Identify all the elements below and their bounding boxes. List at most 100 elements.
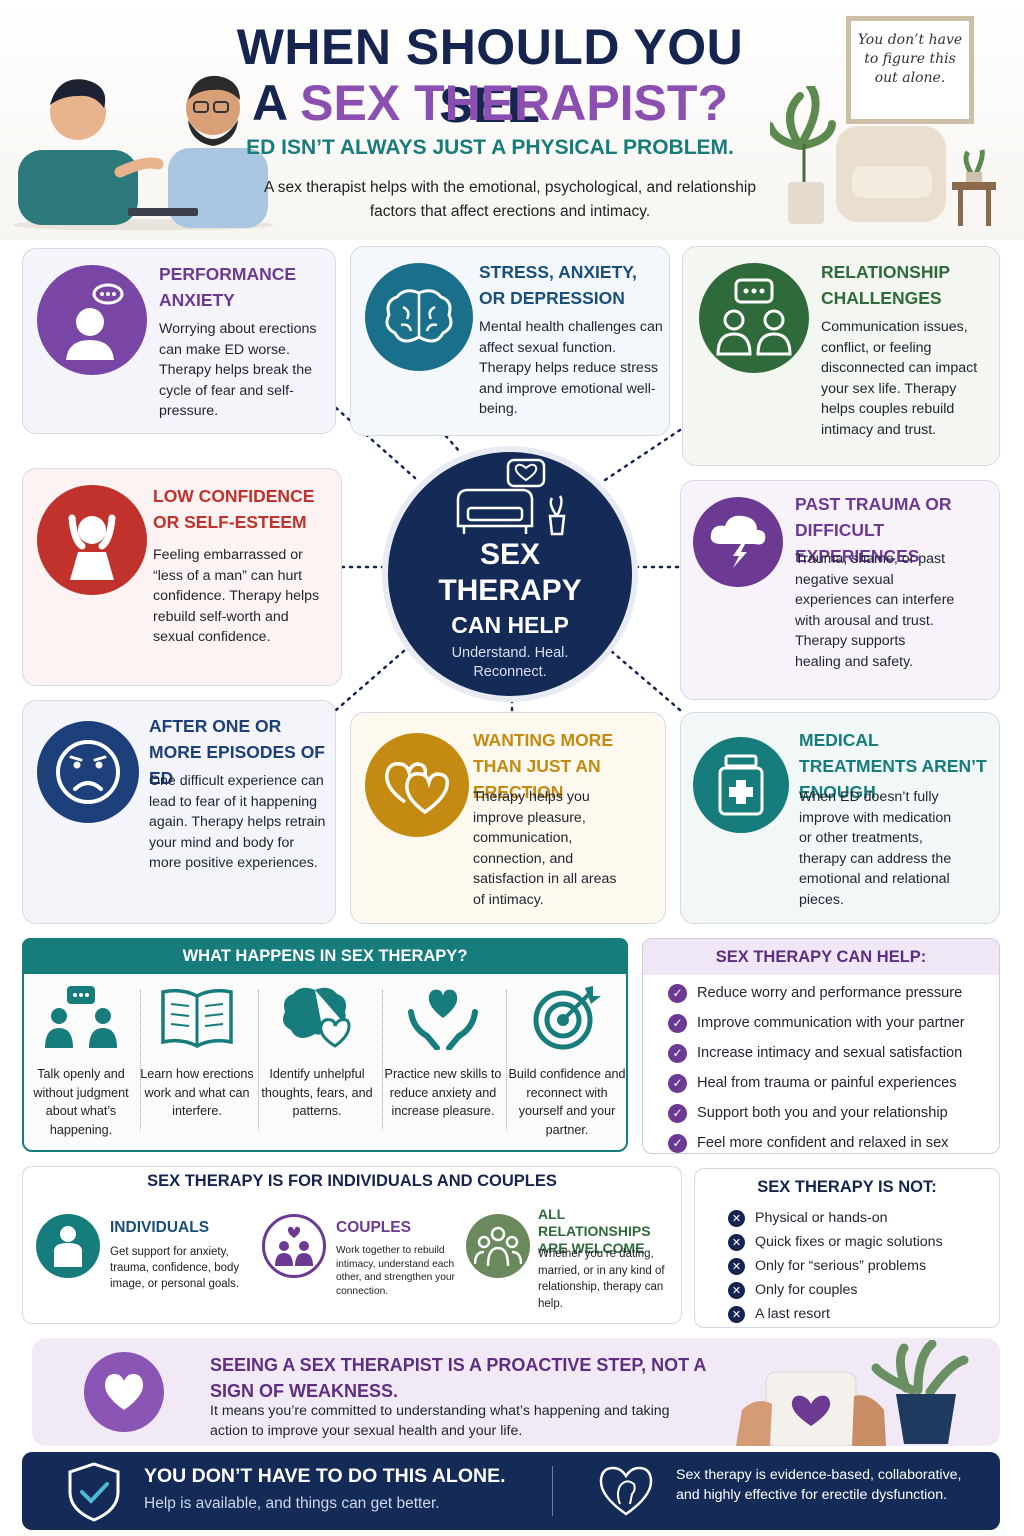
what-happens-text: Build confidence and reconnect with your… <box>508 1067 626 1137</box>
card-text: Trauma, shame, or past negative sexual e… <box>795 551 955 670</box>
what-happens-item: Learn how erections work and what can in… <box>138 984 256 1121</box>
armchair-plant-illustration <box>770 86 996 226</box>
individuals-couples-panel <box>22 1166 682 1324</box>
what-happens-item: Build confidence and reconnect with your… <box>508 984 626 1139</box>
what-happens-heading: WHAT HAPPENS IN SEX THERAPY? <box>22 938 628 974</box>
card-title: LOW CONFIDENCE OR SELF-ESTEEM <box>153 486 315 532</box>
what-happens-item: Identify unhelpful thoughts, fears, and … <box>258 984 376 1121</box>
card-title: MEDICAL TREATMENTS AREN’T ENOUGH <box>799 730 987 802</box>
card-episodes-of-ed: AFTER ONE OR MORE EPISODES OF ED One dif… <box>22 700 336 924</box>
individuals-text: Get support for anxiety, trauma, confide… <box>110 1246 240 1290</box>
storm-cloud-icon <box>693 497 783 587</box>
footer-note: Sex therapy is evidence-based, collabora… <box>676 1467 962 1503</box>
page-title-line1: WHEN SHOULD YOU SEE <box>236 19 744 133</box>
card-text: Mental health challenges can affect sexu… <box>479 319 663 417</box>
divider <box>140 990 141 1130</box>
medicine-bottle-icon <box>693 737 789 833</box>
x-mark-icon: ✕ <box>728 1281 745 1299</box>
list-item: ✓Increase intimacy and sexual satisfacti… <box>668 1038 998 1068</box>
target-icon <box>533 986 601 1050</box>
card-text: One difficult experience can lead to fea… <box>149 773 326 871</box>
sad-face-icon <box>37 721 139 823</box>
center-title-line2: THERAPY <box>438 574 582 607</box>
card-relationship-challenges: RELATIONSHIP CHALLENGES Communication is… <box>682 246 1000 466</box>
page-title-line2: A SEX THERAPIST? <box>180 74 800 132</box>
therapy-session-illustration <box>13 75 273 230</box>
check-icon: ✓ <box>668 983 687 1003</box>
card-wanting-more: WANTING MORE THAN JUST AN ERECTION Thera… <box>350 712 666 924</box>
individuals-title: INDIVIDUALS <box>110 1219 210 1236</box>
brain-icon <box>365 263 473 371</box>
list-item-text: Increase intimacy and sexual satisfactio… <box>697 1045 963 1061</box>
check-icon: ✓ <box>668 1133 687 1153</box>
title-prefix: A <box>252 75 301 131</box>
couch-heart-icon <box>456 458 566 536</box>
heart-icon <box>84 1352 164 1432</box>
list-item-text: Only for “serious” problems <box>755 1258 927 1274</box>
card-past-trauma: PAST TRAUMA OR DIFFICULT EXPERIENCES Tra… <box>680 480 1000 700</box>
group-people-icon <box>466 1214 530 1278</box>
list-item: ✕ Only for couples <box>728 1278 943 1302</box>
list-item: ✕ A last resort <box>728 1302 943 1326</box>
list-item: ✓ Improve communication with your partner <box>668 1008 998 1038</box>
what-happens-item: Talk openly and without judgment about w… <box>22 984 140 1139</box>
mug-plant-illustration <box>736 1340 969 1446</box>
card-title: WANTING MORE THAN JUST AN ERECTION <box>473 730 613 802</box>
center-title-line3: CAN HELP <box>451 612 569 638</box>
list-item-text: Improve communication with your partner <box>697 1015 965 1031</box>
divider <box>382 990 383 1130</box>
proactive-text: It means you’re committed to understandi… <box>210 1403 670 1439</box>
what-happens-text: Practice new skills to reduce anxiety an… <box>384 1067 502 1118</box>
title-accent: SEX THERAPIST? <box>300 75 728 131</box>
all-relationships-text: Whether you’re dating, married, or in an… <box>538 1248 665 1310</box>
divider <box>258 990 259 1130</box>
card-title: AFTER ONE OR MORE EPISODES OF ED <box>149 716 325 788</box>
footer-subtitle: Help is available, and things can get be… <box>144 1495 440 1512</box>
open-book-icon <box>161 988 233 1048</box>
list-item-text: Physical or hands-on <box>755 1210 888 1226</box>
list-item-text: Only for couples <box>755 1282 858 1298</box>
couples-text: Work together to rebuild intimacy, under… <box>336 1245 455 1297</box>
can-help-list: ✓ Reduce worry and performance pressure ✓… <box>668 978 998 1158</box>
brain-heart-icon <box>283 987 351 1048</box>
talking-people-icon <box>45 986 117 1048</box>
hands-heart-icon <box>408 989 478 1051</box>
heart-head-icon <box>599 1466 653 1516</box>
page-intro: A sex therapist helps with the emotional… <box>264 179 756 220</box>
card-title: RELATIONSHIP CHALLENGES <box>821 262 950 308</box>
can-help-heading: SEX THERAPY CAN HELP: <box>643 939 999 975</box>
check-icon: ✓ <box>668 1073 687 1093</box>
check-icon: ✓ <box>668 1013 687 1033</box>
list-item-text: A last resort <box>755 1306 830 1322</box>
footer-divider <box>552 1466 553 1516</box>
footer-bar <box>22 1452 1000 1530</box>
list-item-text: Support both you and your relationship <box>697 1105 948 1121</box>
list-item: ✓ Reduce worry and performance pressure <box>668 978 998 1008</box>
proactive-title: SEEING A SEX THERAPIST IS A PROACTIVE ST… <box>210 1355 706 1401</box>
x-mark-icon: ✕ <box>728 1305 745 1323</box>
card-title: PAST TRAUMA OR DIFFICULT EXPERIENCES <box>795 494 952 566</box>
couple-heart-icon <box>262 1214 326 1278</box>
page-subtitle: ED ISN’T ALWAYS JUST A PHYSICAL PROBLEM. <box>246 136 734 159</box>
anxious-person-icon <box>37 265 147 375</box>
individual-person-icon <box>36 1214 100 1278</box>
card-text: Therapy helps you improve pleasure, comm… <box>473 789 617 908</box>
what-happens-text: Talk openly and without judgment about w… <box>33 1067 129 1137</box>
all-relationships-title: ALL RELATIONSHIPS ARE WELCOME <box>538 1206 651 1256</box>
list-item-text: Reduce worry and performance pressure <box>697 985 963 1001</box>
card-text: Communication issues, conflict, or feeli… <box>821 319 978 438</box>
footer-title: YOU DON’T HAVE TO DO THIS ALONE. <box>144 1465 506 1487</box>
divider <box>506 990 507 1130</box>
list-item-text: Feel more confident and relaxed in sex <box>697 1135 949 1151</box>
card-text: Worrying about erections can make ED wor… <box>159 321 317 419</box>
is-not-heading: SEX THERAPY IS NOT: <box>757 1178 937 1196</box>
x-mark-icon: ✕ <box>728 1233 745 1251</box>
card-title: STRESS, ANXIETY, OR DEPRESSION <box>479 262 637 308</box>
what-happens-text: Identify unhelpful thoughts, fears, and … <box>261 1067 373 1118</box>
card-stress-anxiety: STRESS, ANXIETY, OR DEPRESSION Mental he… <box>350 246 670 436</box>
what-happens-text: Learn how erections work and what can in… <box>140 1067 254 1118</box>
two-hearts-icon <box>365 733 469 837</box>
is-not-list: ✕Physical or hands-on ✕Quick fixes or ma… <box>728 1206 943 1326</box>
what-happens-item: Practice new skills to reduce anxiety an… <box>384 984 502 1121</box>
x-mark-icon: ✕ <box>728 1209 745 1227</box>
